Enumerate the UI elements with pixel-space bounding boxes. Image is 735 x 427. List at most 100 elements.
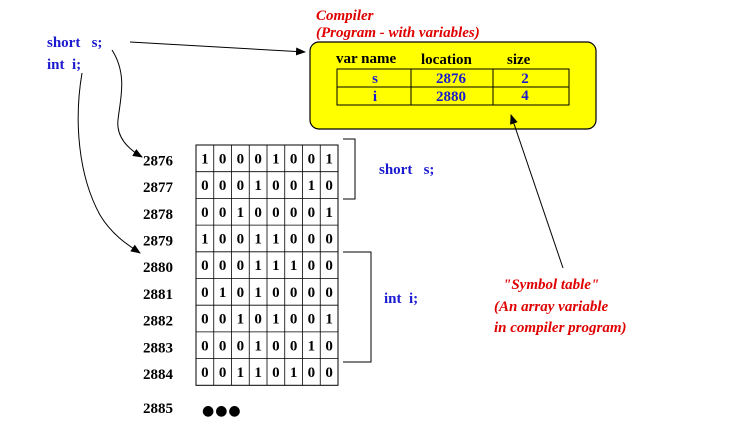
symbol-table-header-var-name: var name	[336, 51, 396, 67]
compiler-subtitle: (Program - with variables)	[316, 25, 480, 41]
memory-bit: 0	[325, 178, 333, 194]
memory-bit: 0	[290, 151, 298, 167]
memory-address: 2880	[143, 260, 173, 276]
memory-bit: 1	[290, 365, 298, 381]
symbol-row-i-location: 2880	[436, 89, 466, 105]
memory-address: 2876	[143, 153, 174, 169]
memory-address: 2877	[143, 180, 174, 196]
memory-bit: 0	[219, 365, 227, 381]
memory-bit: 0	[201, 258, 209, 274]
memory-bit: 0	[201, 178, 209, 194]
memory-bit: 0	[201, 312, 209, 328]
memory-bit: 1	[254, 285, 262, 301]
declaration-int: int i;	[47, 57, 81, 73]
symbol-row-s-location: 2876	[436, 71, 467, 87]
memory-bit: 1	[272, 258, 280, 274]
memory-address: 2882	[143, 314, 173, 330]
memory-bit: 1	[254, 231, 262, 247]
memory-bit: 0	[290, 285, 298, 301]
memory-bit: 0	[201, 365, 209, 381]
memory-ellipsis: ●●●	[202, 403, 242, 419]
memory-bit: 1	[237, 205, 245, 221]
bracket-label-int: int i;	[384, 291, 418, 307]
compiler-box	[309, 41, 597, 130]
memory-bit: 0	[272, 338, 280, 354]
annotation-symbol-table: "Symbol table"	[503, 277, 599, 293]
memory-bit: 1	[254, 338, 262, 354]
memory-bit: 0	[308, 151, 316, 167]
annotation-compiler-program: in compiler program)	[494, 320, 627, 336]
memory-bit: 0	[272, 205, 280, 221]
memory-bit: 0	[308, 205, 316, 221]
symbol-row-s-size: 2	[521, 71, 529, 87]
memory-bit: 0	[325, 285, 333, 301]
memory-address: 2883	[143, 340, 173, 356]
arrow-annotation-to-symbol-table	[510, 114, 564, 269]
memory-bit: 0	[290, 312, 298, 328]
memory-bit: 1	[254, 365, 262, 381]
memory-bit: 0	[219, 205, 227, 221]
memory-bit: 0	[219, 338, 227, 354]
memory-bit: 0	[308, 231, 316, 247]
memory-bit: 0	[272, 178, 280, 194]
memory-bit: 1	[219, 285, 227, 301]
arrow-int-to-2880	[77, 72, 141, 254]
memory-bit: 1	[272, 312, 280, 328]
memory-bit: 1	[325, 151, 333, 167]
memory-bit: 1	[237, 365, 245, 381]
memory-bit: 1	[308, 178, 316, 194]
memory-bit: 0	[201, 205, 209, 221]
memory-bit: 0	[325, 231, 333, 247]
short-bracket	[343, 138, 356, 200]
memory-bit: 1	[201, 151, 209, 167]
memory-bit: 0	[325, 365, 333, 381]
memory-address: 2878	[143, 207, 173, 223]
symbol-table-header-size: size	[507, 52, 531, 68]
memory-bit: 0	[290, 178, 298, 194]
memory-bit: 0	[219, 178, 227, 194]
int-bracket	[343, 251, 372, 363]
memory-bit: 0	[237, 285, 245, 301]
memory-bit: 0	[254, 151, 262, 167]
memory-bit: 0	[308, 285, 316, 301]
memory-bit: 1	[254, 258, 262, 274]
declaration-short: short s;	[47, 35, 102, 51]
memory-bit: 0	[272, 285, 280, 301]
memory-bit: 0	[219, 151, 227, 167]
arrow-short-to-2876	[111, 49, 143, 158]
memory-bit: 1	[201, 231, 209, 247]
memory-address: 2881	[143, 287, 173, 303]
memory-bit: 1	[290, 258, 298, 274]
symbol-table-header-location: location	[421, 52, 472, 68]
memory-bit: 0	[254, 312, 262, 328]
memory-bit: 0	[237, 338, 245, 354]
memory-bit: 0	[308, 365, 316, 381]
symbol-row-i-size: 4	[521, 88, 529, 104]
memory-bit: 0	[290, 205, 298, 221]
memory-bit: 0	[325, 338, 333, 354]
memory-bit: 0	[325, 258, 333, 274]
memory-bit: 0	[308, 312, 316, 328]
memory-bit: 0	[219, 312, 227, 328]
memory-bit: 0	[308, 258, 316, 274]
memory-bit: 0	[201, 338, 209, 354]
memory-bit: 0	[290, 338, 298, 354]
memory-bit: 0	[254, 205, 262, 221]
arrow-declaration-to-compiler	[129, 41, 306, 56]
memory-bit: 1	[254, 178, 262, 194]
memory-bit: 1	[237, 312, 245, 328]
memory-bit: 1	[272, 151, 280, 167]
memory-bit: 1	[325, 312, 333, 328]
compiler-title: Compiler	[316, 8, 374, 24]
bracket-label-short: short s;	[379, 162, 434, 178]
memory-bit: 0	[237, 258, 245, 274]
memory-bit: 1	[272, 231, 280, 247]
memory-bit: 0	[219, 231, 227, 247]
memory-address: 2884	[143, 367, 174, 383]
memory-bit: 1	[325, 205, 333, 221]
memory-bit: 0	[219, 258, 227, 274]
memory-bit: 0	[237, 178, 245, 194]
symbol-row-s-name: s	[372, 71, 378, 87]
